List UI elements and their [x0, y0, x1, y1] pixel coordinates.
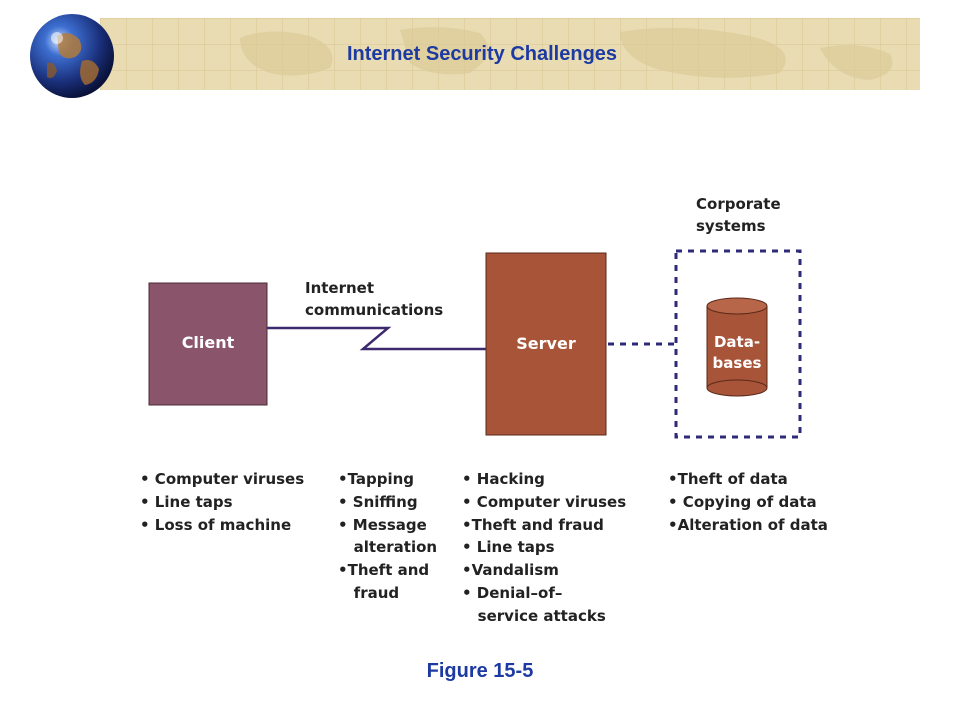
server-box [485, 252, 607, 436]
server-threats-list: • Hacking • Computer viruses •Theft and … [462, 468, 626, 628]
list-item: • Computer viruses [140, 470, 305, 488]
internet-label-line: Internet [305, 279, 375, 297]
list-item: • Loss of machine [140, 515, 292, 534]
list-item: •Theft and fraud [462, 515, 604, 534]
client-threats-list: • Computer viruses • Line taps • Loss of… [140, 468, 304, 536]
corporate-systems-box [674, 249, 802, 439]
database-label: Data- bases [707, 332, 767, 374]
list-item: • Line taps [462, 538, 555, 557]
header-banner [100, 18, 920, 90]
page-title: Internet Security Challenges [346, 43, 618, 65]
list-item: •Vandalism [462, 561, 559, 580]
list-item: alteration [338, 538, 438, 557]
client-box [148, 282, 268, 406]
list-item: service attacks [462, 606, 606, 625]
corporate-label-line: systems [696, 217, 766, 235]
internet-link [267, 326, 486, 351]
list-item: •Alteration of data [668, 515, 828, 534]
list-item: • Computer viruses [462, 492, 627, 511]
corporate-label-line: Corporate [696, 195, 781, 213]
world-map-background [100, 18, 920, 90]
list-item: • Sniffing [338, 492, 418, 511]
database-label-line: Data- [713, 333, 761, 351]
corporate-threats-list: •Theft of data • Copying of data •Altera… [668, 468, 828, 536]
client-label: Client [181, 333, 235, 352]
server-label: Server [516, 334, 576, 353]
database-icon [706, 297, 768, 397]
list-item: • Denial–of– [462, 583, 563, 602]
list-item: •Theft and [338, 561, 430, 580]
list-item: •Theft of data [668, 470, 788, 488]
globe-icon [30, 14, 114, 98]
list-item: • Copying of data [668, 492, 817, 511]
list-item: • Message [338, 515, 427, 534]
internet-threats-list: •Tapping • Sniffing • Message alteration… [338, 468, 437, 605]
figure-caption: Figure 15-5 [426, 660, 534, 682]
internet-communications-label: Internet communications [305, 277, 443, 321]
corporate-systems-label: Corporate systems [696, 193, 781, 237]
internet-label-line: communications [305, 301, 444, 319]
list-item: •Tapping [338, 470, 415, 488]
list-item: • Hacking [462, 470, 545, 488]
list-item: • Line taps [140, 492, 233, 511]
database-label-line: bases [712, 354, 762, 372]
list-item: fraud [338, 583, 400, 602]
